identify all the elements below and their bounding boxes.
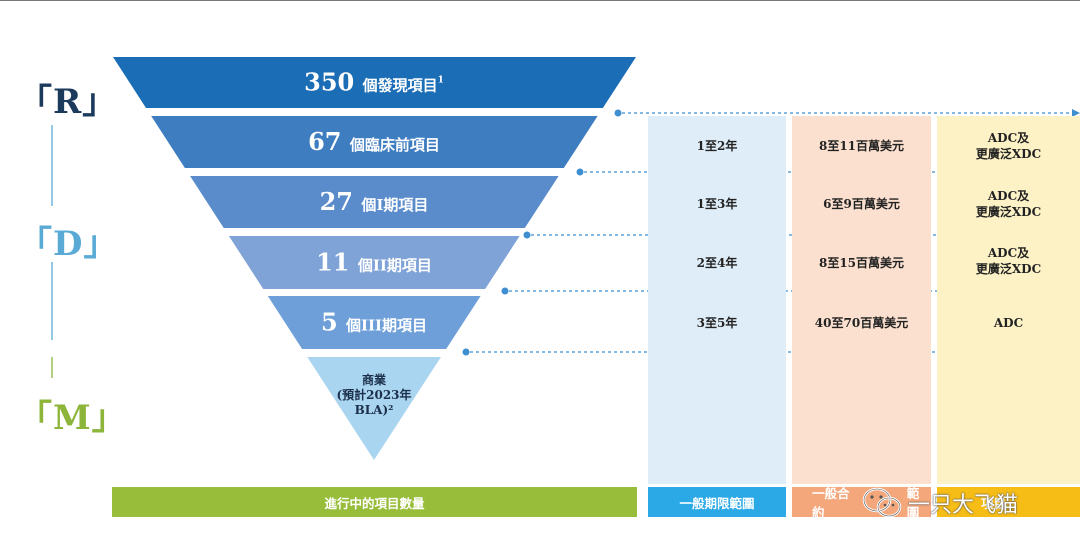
funnel-count: 67 [308,127,350,156]
funnel-count: 350 [304,68,362,97]
commercial-label-line: BLA)² [355,403,394,417]
modality-cell-phase1: ADC及 更廣泛XDC [937,184,1080,224]
funnel-band-discovery [113,57,636,108]
footer-cost-tail: 範圍 [906,486,920,520]
footer-modality: 項目 [937,487,1080,517]
arrow-start-dot [614,109,622,117]
modality-cell-phase3: ADC [993,316,1024,330]
funnel-band-phase1 [190,176,559,228]
modality-cell-preclinical: ADC及 更廣泛XDC [937,126,1080,166]
cost-column [792,116,931,484]
funnel-band-commercial [307,357,441,460]
funnel-stage-name: 個III期項目 [345,317,427,335]
funnel-count: 27 [320,187,362,216]
phase-label-r: 「R」 [18,82,118,122]
modality-line: ADC及 [987,131,1030,145]
arrow-start-dot [501,287,509,295]
arrow-start-dot [462,348,470,356]
footer-cost-label: 一般合約 [812,486,850,520]
modality-line: ADC及 [987,246,1030,260]
footer-modality-label: 項目 [981,495,1007,511]
cost-cell-phase3: 40至70百萬美元 [814,316,909,330]
footnote-marker: 1 [438,76,444,86]
timeline-cell-preclinical: 1至2年 [696,139,738,153]
modality-line: 更廣泛XDC [975,262,1042,276]
funnel-label-discovery: 350 個發現項目1 [304,68,444,97]
modality-column [937,116,1080,484]
footer-timeline-range: 一般期限範圍 [648,487,786,517]
cost-cell-phase1: 6至9百萬美元 [823,197,900,211]
footer-project-count: 進行中的項目數量 [112,487,637,517]
funnel-stage-name: 個臨床前項目 [349,136,440,154]
modality-line: 更廣泛XDC [975,147,1042,161]
funnel-stage-name: 個I期項目 [360,196,428,214]
funnel-count: 5 [321,308,346,337]
funnel-band-phase2 [228,236,520,289]
funnel-band-phase3 [267,296,481,349]
arrow-start-dot [523,231,531,239]
funnel-band-preclinical [151,116,598,168]
timeline-cell-phase2: 2至4年 [696,256,738,270]
modality-cell-phase2: ADC及 更廣泛XDC [937,241,1080,281]
arrow-start-dot [576,168,584,176]
wechat-icon [862,487,902,518]
funnel-label-phase2: 11 個II期項目 [316,248,432,277]
funnel-count: 11 [316,248,358,277]
phase-label-m: 「M」 [18,398,127,438]
commercial-label-line: (預計2023年 [336,387,411,402]
watermark-text: 一只大飞猫 [908,493,1019,518]
top-rule [0,0,1080,1]
funnel-label-phase3: 5 個III期項目 [321,308,427,337]
footer-contract-range: 一般合約 範圍 [792,486,931,520]
timeline-cell-phase1: 1至3年 [696,197,738,211]
watermark: 一只大飞猫 [862,486,1018,520]
funnel-stage-name: 個II期項目 [357,257,432,275]
cost-cell-preclinical: 8至11百萬美元 [818,139,905,153]
phase-label-d: 「D」 [18,224,119,264]
timeline-cell-phase3: 3至5年 [696,316,738,330]
cost-cell-phase2: 8至15百萬美元 [818,256,905,270]
funnel-stage-name: 個發現項目 [362,77,438,95]
arrow-head-icon [1072,109,1080,117]
funnel-label-preclinical: 67 個臨床前項目 [308,127,440,156]
commercial-label-line: 商業 [362,372,387,387]
modality-line: 更廣泛XDC [975,205,1042,219]
modality-line: ADC及 [987,189,1030,203]
timeline-column [648,116,786,484]
funnel-label-phase1: 27 個I期項目 [320,187,429,216]
